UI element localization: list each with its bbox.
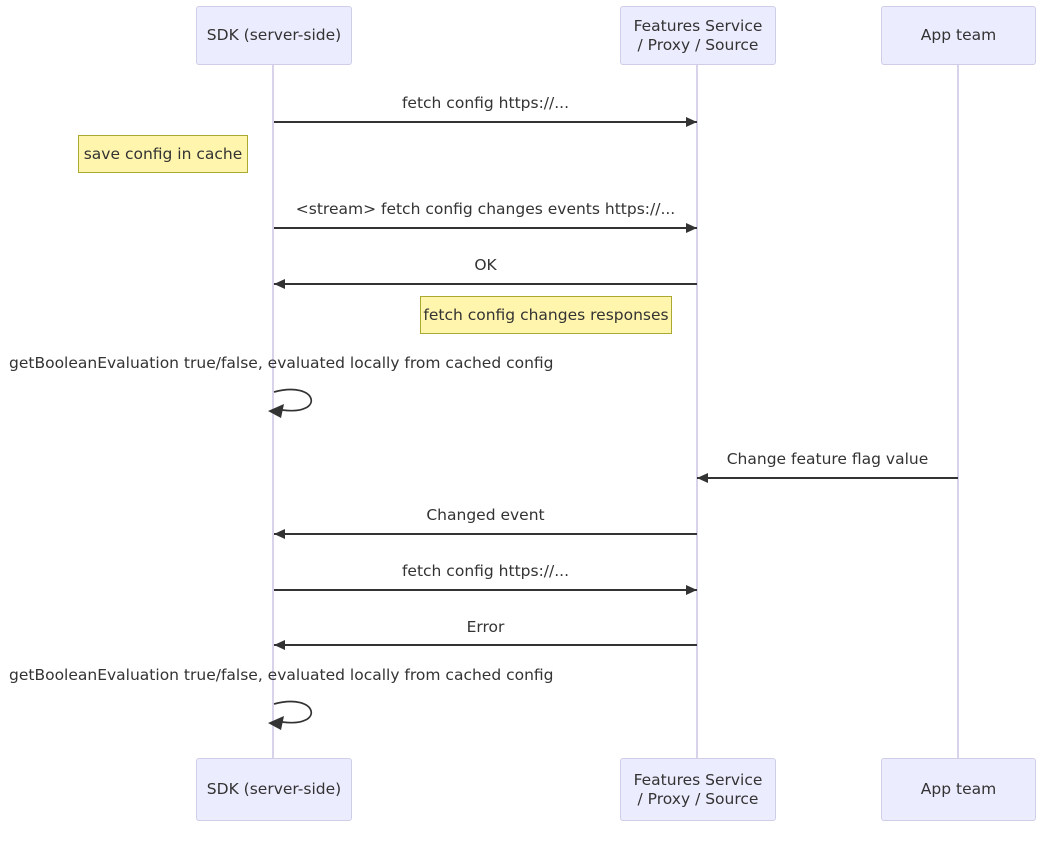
actor-top-features-service: Features Service / Proxy / Source: [620, 6, 776, 65]
message-label: Change feature flag value: [726, 450, 929, 468]
message-label: fetch config https://...: [401, 94, 570, 112]
arrowhead-icon: [686, 117, 697, 127]
self-loop-arrow: [268, 700, 312, 730]
message-label: fetch config https://...: [401, 562, 570, 580]
message-arrow: [274, 279, 697, 289]
self-message-label: getBooleanEvaluation true/false, evaluat…: [9, 666, 554, 684]
message-arrow: [697, 473, 958, 483]
message-arrow: [274, 117, 697, 127]
message-arrow: [274, 585, 697, 595]
message-arrow: [274, 529, 697, 539]
note-save-config: save config in cache: [78, 135, 248, 173]
self-loop-arrow: [268, 388, 312, 418]
actor-label: Features Service / Proxy / Source: [633, 16, 763, 54]
actor-label: App team: [920, 780, 997, 799]
message-label: OK: [474, 256, 497, 274]
lifeline-features-service: [696, 64, 698, 758]
actor-bottom-features-service: Features Service / Proxy / Source: [620, 758, 776, 821]
actor-bottom-sdk: SDK (server-side): [196, 758, 352, 821]
arrowhead-icon: [274, 529, 285, 539]
lifeline-app-team: [957, 64, 959, 758]
actor-label: Features Service / Proxy / Source: [633, 770, 763, 808]
actor-top-app-team: App team: [881, 6, 1036, 65]
message-arrow: [274, 223, 697, 233]
arrowhead-icon: [274, 279, 285, 289]
actor-label: SDK (server-side): [206, 780, 342, 799]
message-arrow: [274, 640, 697, 650]
arrowhead-icon: [268, 716, 284, 730]
actor-label: SDK (server-side): [206, 26, 342, 45]
actor-label: App team: [920, 26, 997, 45]
message-label: Error: [466, 618, 505, 636]
self-message-label: getBooleanEvaluation true/false, evaluat…: [9, 354, 554, 372]
arrowhead-icon: [697, 473, 708, 483]
message-label: <stream> fetch config changes events htt…: [295, 200, 676, 218]
message-label: Changed event: [426, 506, 545, 524]
arrowhead-icon: [274, 640, 285, 650]
arrowhead-icon: [268, 404, 284, 418]
actor-top-sdk: SDK (server-side): [196, 6, 352, 65]
arrowhead-icon: [686, 223, 697, 233]
note-fetch-changes-responses: fetch config changes responses: [420, 296, 672, 334]
actor-bottom-app-team: App team: [881, 758, 1036, 821]
arrowhead-icon: [686, 585, 697, 595]
